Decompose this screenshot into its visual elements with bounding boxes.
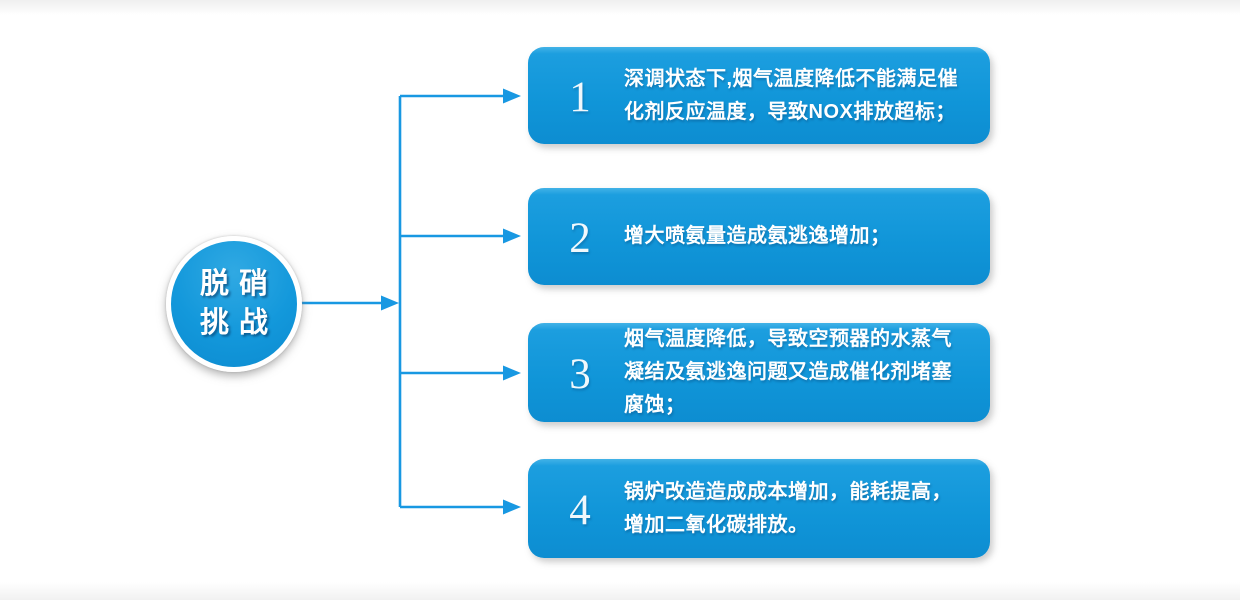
arrowhead-branch-4-icon (503, 499, 521, 515)
challenge-item-3: 3 烟气温度降低，导致空预器的水蒸气凝结及氨逃逸问题又造成催化剂堵塞腐蚀； (528, 323, 990, 422)
circle-label-line1: 脱硝 (199, 268, 278, 300)
item-text: 增大喷氨量造成氨逃逸增加； (624, 225, 891, 247)
item-number: 4 (569, 487, 591, 534)
item-text: 烟气温度降低，导致空预器的水蒸气凝结及氨逃逸问题又造成催化剂堵塞腐蚀； (624, 328, 952, 416)
challenge-item-2: 2 增大喷氨量造成氨逃逸增加； (528, 188, 990, 285)
item-text: 深调状态下,烟气温度降低不能满足催化剂反应温度，导致NOX排放超标； (624, 67, 959, 123)
item-number: 1 (569, 74, 591, 121)
arrowhead-branch-1-icon (503, 88, 521, 104)
circle-label-line2: 挑战 (199, 307, 278, 339)
arrowhead-main-icon (381, 295, 399, 311)
item-number: 3 (569, 351, 591, 398)
challenge-circle-node: 脱硝 挑战 (166, 236, 302, 372)
item-text: 锅炉改造造成成本增加，能耗提高，增加二氧化碳排放。 (624, 480, 952, 536)
item-number: 2 (569, 215, 591, 262)
challenge-item-4: 4 锅炉改造造成成本增加，能耗提高，增加二氧化碳排放。 (528, 459, 990, 558)
challenge-item-1: 1 深调状态下,烟气温度降低不能满足催化剂反应温度，导致NOX排放超标； (528, 47, 990, 144)
arrowhead-branch-3-icon (503, 365, 521, 381)
arrowhead-branch-2-icon (503, 228, 521, 244)
